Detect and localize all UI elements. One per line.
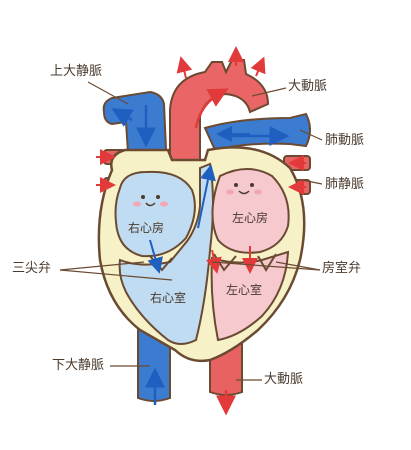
label-aorta-bottom: 大動脈 <box>264 372 304 387</box>
label-pulmonary-artery: 肺動脈 <box>325 133 365 148</box>
leader-svc <box>87 81 129 105</box>
leader-tricuspid-2 <box>59 269 173 281</box>
leader-mitral-2 <box>275 261 321 271</box>
rv-to-pa-flow-arrow <box>197 164 216 229</box>
right-ventricle-chamber <box>118 162 214 345</box>
leader-pulmonary-vein <box>301 179 323 185</box>
label-tricuspid-valve: 三尖弁 <box>12 261 52 276</box>
left-atrium-face <box>226 183 262 195</box>
label-mitral-valve: 房室弁 <box>322 261 362 276</box>
label-aorta-top: 大動脈 <box>288 79 328 94</box>
aorta-arch-flow-arrow <box>194 88 229 129</box>
svc-side-flow-arrow <box>111 108 134 127</box>
label-superior-vena-cava: 上大静脈 <box>50 64 103 79</box>
la-to-lv-flow-arrow-2 <box>206 249 222 274</box>
leader-pulmonary-artery <box>299 129 323 141</box>
pulmonary-artery-vessel <box>203 112 311 152</box>
aorta-up-flow-arrow-3 <box>250 56 266 77</box>
label-left-atrium: 左心房 <box>232 211 269 225</box>
right-atrium-face <box>133 195 168 207</box>
leader-lines <box>59 81 323 381</box>
label-right-atrium: 右心房 <box>128 221 165 235</box>
superior-vena-cava-vessel <box>102 90 168 154</box>
label-inferior-vena-cava: 下大静脈 <box>52 358 105 373</box>
right-atrium-chamber <box>114 170 196 258</box>
label-right-ventricle: 右心室 <box>150 291 187 305</box>
leader-tricuspid-1 <box>59 261 145 271</box>
leader-aorta-top <box>251 87 287 97</box>
label-left-ventricle: 左心室 <box>226 283 263 297</box>
leader-mitral-1 <box>211 261 321 271</box>
label-pulmonary-vein: 肺静脈 <box>325 177 365 192</box>
ra-to-rv-flow-arrow <box>147 239 163 274</box>
aorta-up-flow-arrow-1 <box>176 56 193 79</box>
